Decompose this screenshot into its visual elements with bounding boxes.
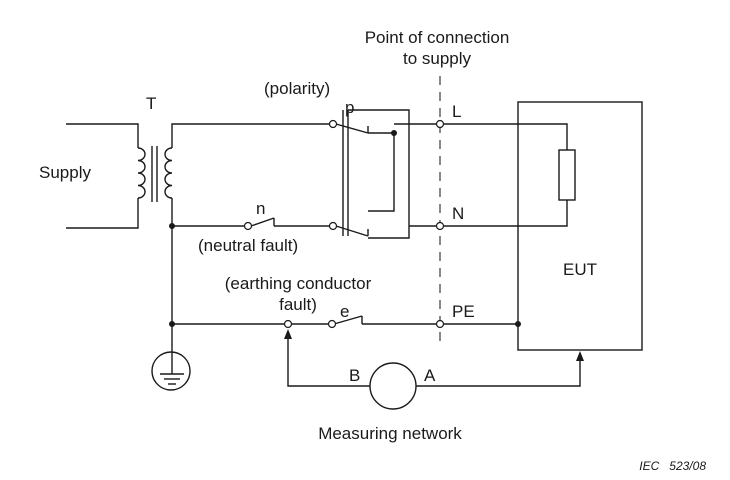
secondary-winding [164,147,173,199]
earth-switch-label: e [340,302,349,321]
measuring-network [284,329,584,410]
connection-label-line2: to supply [403,49,472,68]
line-terminal-label: L [452,102,461,121]
connection-label-line1: Point of connection [365,28,510,47]
eut-line-wire [443,123,568,150]
terminal [435,221,445,231]
measuring-network-label: Measuring network [318,424,462,443]
eut-box [517,101,643,351]
terminal [243,221,253,231]
meter-a-label: A [424,366,436,385]
supply-winding [66,123,146,229]
meter-circle [369,362,417,410]
load-resistor [558,149,576,201]
polarity-switch-label: p [345,98,354,117]
terminal [327,319,337,329]
terminal [435,319,445,329]
polarity-switch [335,109,437,239]
terminal [435,119,445,129]
junction-dot [169,223,175,229]
eut-neutral-wire [443,200,568,227]
transformer-label: T [146,94,156,113]
line-wire [171,123,330,148]
neutral-fault-label: (neutral fault) [198,236,298,255]
terminal [328,119,338,129]
figure-reference: IEC 523/08 [639,459,706,473]
supply-label: Supply [39,163,91,182]
eut-label: EUT [563,260,597,279]
earthing-fault-label-line1: (earthing conductor [225,274,372,293]
terminal [328,221,338,231]
neutral-switch-blade [250,217,275,227]
earth-switch-blade [333,315,363,325]
earth-ground-icon [151,351,191,391]
polarity-label: (polarity) [264,79,330,98]
neutral-terminal-label: N [452,204,464,223]
meter-b-label: B [349,366,360,385]
pe-terminal-label: PE [452,302,475,321]
neutral-switch-label: n [256,199,265,218]
earthing-fault-label-line2: fault) [279,295,317,314]
terminal [283,319,293,329]
